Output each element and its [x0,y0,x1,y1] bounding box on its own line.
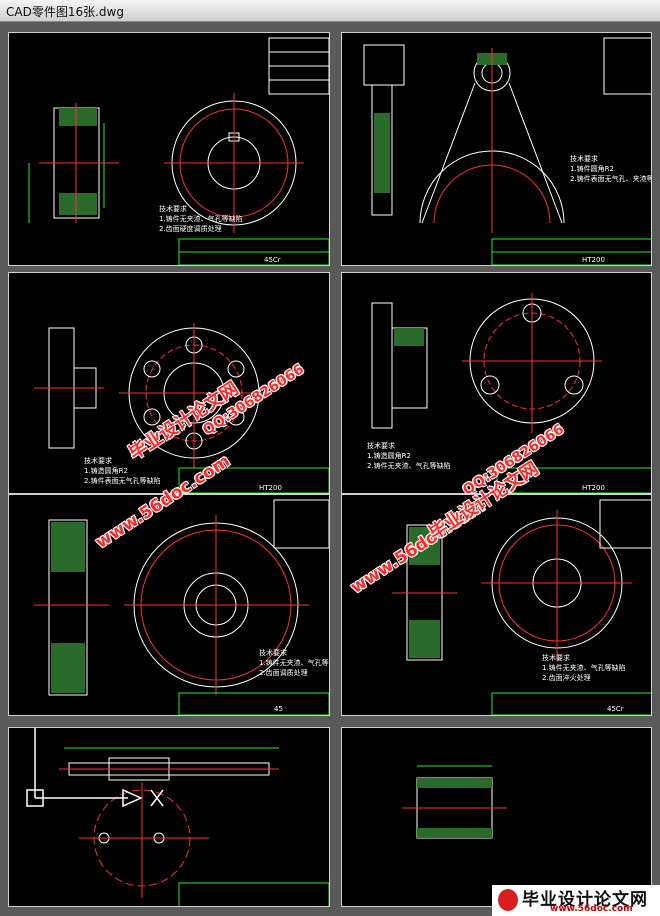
sheet-4[interactable]: 技术要求 1.铸造圆角R2 2.铸件无夹渣、气孔等缺陷 HT200 [341,272,652,494]
sheet-5-material: 45 [274,705,283,713]
sheet-6-notes-title: 技术要求 [542,653,570,662]
site-logo: 毕业设计论文网 www.56doc.com [492,885,660,916]
logo-mark-icon [498,889,518,911]
ucs-axis-icon[interactable] [23,727,183,808]
sheet-2-material: HT200 [582,256,605,264]
sheet-3-note-2: 2.铸件表面无气孔等缺陷 [84,476,161,485]
sheet-6[interactable]: 技术要求 1.铸件无夹渣、气孔等缺陷 2.齿面淬火处理 45Cr [341,494,652,716]
window-titlebar: CAD零件图16张.dwg [0,0,660,22]
sheet-4-note-1: 1.铸造圆角R2 [367,451,411,460]
sheet-1-note-2: 2.齿面硬度调质处理 [159,224,222,233]
sheet-8-drawing [402,765,507,839]
sheet-1[interactable]: 技术要求 1.铸件无夹渣、气孔等缺陷 2.齿面硬度调质处理 45Cr [8,32,330,266]
drawing-canvas[interactable]: 技术要求 1.铸件无夹渣、气孔等缺陷 2.齿面硬度调质处理 45Cr 技术要求 … [0,22,660,916]
sheet-3-drawing: 技术要求 1.铸造圆角R2 2.铸件表面无气孔等缺陷 HT200 [34,323,329,493]
sheet-2-note-2: 2.铸件表面无气孔、夹渣等缺陷 [570,174,652,183]
logo-url: www.56doc.com [550,904,633,914]
sheet-4-drawing: 技术要求 1.铸造圆角R2 2.铸件无夹渣、气孔等缺陷 HT200 [367,293,651,493]
sheet-7-drawing [59,747,329,906]
sheet-3-note-1: 1.铸造圆角R2 [84,466,128,475]
sheet-5[interactable]: 技术要求 1.铸件无夹渣、气孔等缺陷 2.齿面调质处理 45 [8,494,330,716]
sheet-6-drawing: 技术要求 1.铸件无夹渣、气孔等缺陷 2.齿面淬火处理 45Cr [392,499,651,715]
sheet-6-note-2: 2.齿面淬火处理 [542,673,591,682]
sheet-5-note-1: 1.铸件无夹渣、气孔等缺陷 [259,658,330,667]
sheet-2-drawing: 技术要求 1.铸件圆角R2 2.铸件表面无气孔、夹渣等缺陷 HT200 [363,37,652,265]
sheet-2-note-1: 1.铸件圆角R2 [570,164,614,173]
sheet-5-notes-title: 技术要求 [259,648,287,657]
sheet-1-note-1: 1.铸件无夹渣、气孔等缺陷 [159,214,243,223]
sheet-6-note-1: 1.铸件无夹渣、气孔等缺陷 [542,663,626,672]
sheet-3-material: HT200 [259,484,282,492]
window-title: CAD零件图16张.dwg [6,5,124,19]
sheet-6-material: 45Cr [607,705,624,713]
sheet-8[interactable] [341,727,652,907]
sheet-5-note-2: 2.齿面调质处理 [259,668,308,677]
sheet-1-notes-title: 技术要求 [159,204,187,213]
sheet-3[interactable]: 技术要求 1.铸造圆角R2 2.铸件表面无气孔等缺陷 HT200 [8,272,330,494]
sheet-7[interactable] [8,727,330,907]
sheet-2[interactable]: 技术要求 1.铸件圆角R2 2.铸件表面无气孔、夹渣等缺陷 HT200 [341,32,652,266]
sheet-3-notes-title: 技术要求 [84,456,112,465]
sheet-4-material: HT200 [582,484,605,492]
sheet-4-notes-title: 技术要求 [367,441,395,450]
sheet-4-note-2: 2.铸件无夹渣、气孔等缺陷 [367,461,451,470]
logo-brand: 毕业设计论文网 [522,890,648,910]
sheet-2-notes-title: 技术要求 [570,154,598,163]
sheet-5-drawing: 技术要求 1.铸件无夹渣、气孔等缺陷 2.齿面调质处理 45 [34,499,330,715]
sheet-1-drawing: 技术要求 1.铸件无夹渣、气孔等缺陷 2.齿面硬度调质处理 45Cr [28,37,329,265]
sheet-1-material: 45Cr [264,256,281,264]
